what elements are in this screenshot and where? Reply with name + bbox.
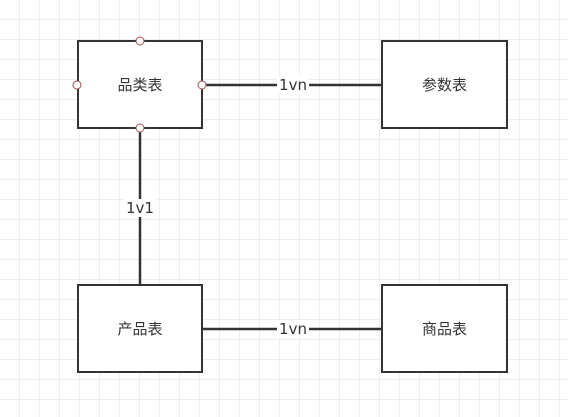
- node-product-table[interactable]: 产品表: [77, 284, 203, 373]
- edge-label-category-product[interactable]: 1v1: [124, 199, 156, 217]
- connection-handle-left[interactable]: [72, 80, 82, 90]
- node-category-table[interactable]: 品类表: [77, 40, 203, 129]
- connection-handle-bottom[interactable]: [135, 123, 145, 133]
- node-category-label: 品类表: [117, 76, 163, 94]
- connection-handle-top[interactable]: [135, 36, 145, 46]
- node-goods-table[interactable]: 商品表: [381, 284, 508, 373]
- edge-label-category-params[interactable]: 1vn: [277, 76, 309, 94]
- connection-handle-right[interactable]: [197, 80, 207, 90]
- node-product-label: 产品表: [117, 320, 163, 338]
- edge-label-product-goods[interactable]: 1vn: [277, 320, 309, 338]
- node-goods-label: 商品表: [421, 320, 467, 338]
- node-params-label: 参数表: [421, 76, 467, 94]
- node-params-table[interactable]: 参数表: [381, 40, 508, 129]
